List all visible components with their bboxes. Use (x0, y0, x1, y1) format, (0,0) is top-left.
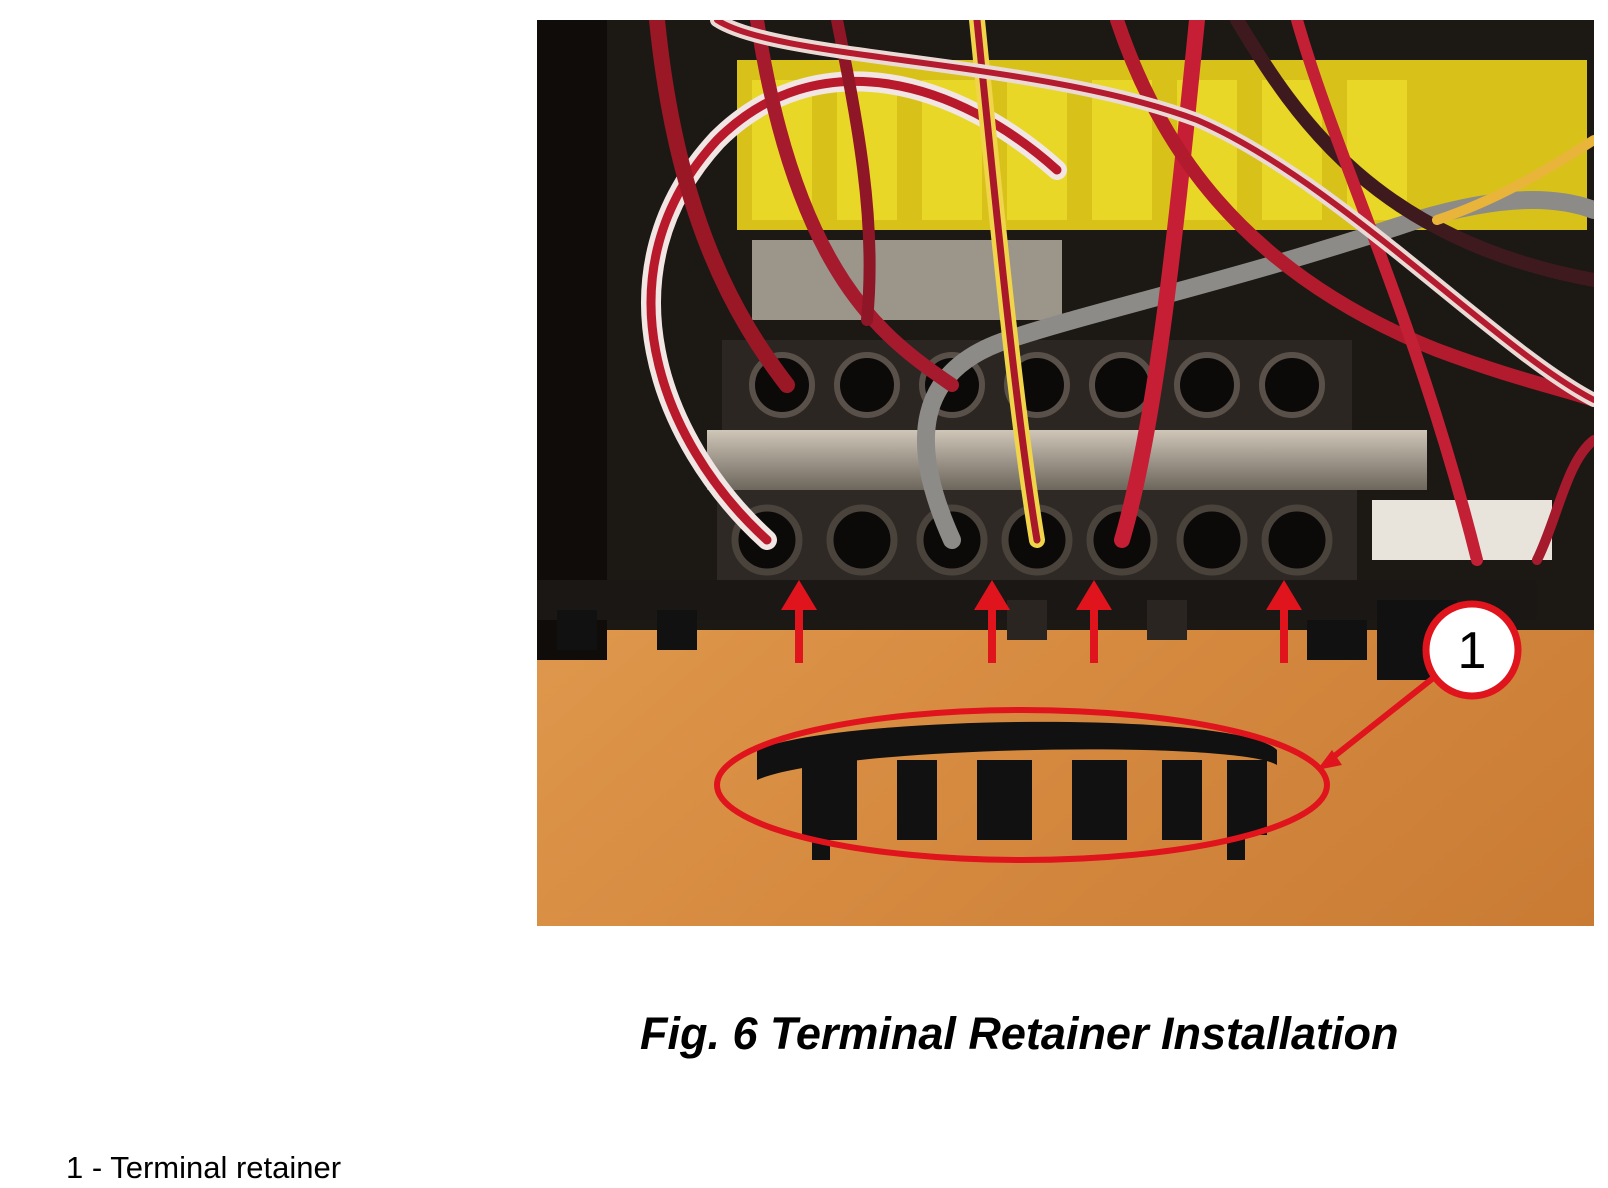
figure-caption: Fig. 6 Terminal Retainer Installation (640, 1008, 1399, 1059)
housing-left-edge (537, 20, 607, 660)
metal-plate (707, 430, 1427, 490)
callout-leader-line (1325, 672, 1439, 765)
legend-item: 1 - Terminal retainer (66, 1150, 342, 1185)
upper-cavity-row (722, 340, 1352, 430)
wire-harness (641, 20, 1594, 566)
callout-number: 1 (1458, 622, 1487, 680)
grey-connector (752, 240, 1062, 320)
highlight-ellipse (714, 707, 1330, 863)
callout-arrowhead (1317, 750, 1342, 770)
figure-photo: 1 (537, 20, 1594, 926)
callout-1: 1 (1422, 600, 1522, 700)
terminal-retainer-part (757, 721, 1277, 860)
terminal-retainer-photo: 1 (537, 20, 1594, 926)
insertion-arrows (781, 580, 1302, 663)
